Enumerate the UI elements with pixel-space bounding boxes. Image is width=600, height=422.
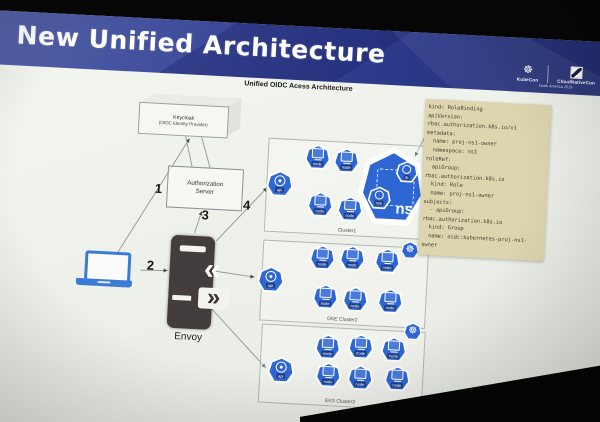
monitor-glyph <box>341 151 354 162</box>
envoy-logo-slab: » <box>197 283 230 311</box>
kube-apiserver-icon: api <box>257 265 285 293</box>
monitor-glyph <box>314 195 327 206</box>
envoy-right-arrows-icon: » <box>206 283 222 311</box>
monitor-glyph <box>344 199 357 210</box>
namespace-icon: rb role ns <box>356 145 428 228</box>
api-glyph <box>274 175 286 187</box>
node-icon: node <box>347 333 374 360</box>
authorization-server-box: Authorization Server <box>165 165 245 212</box>
node-icon: node <box>339 245 366 272</box>
node-icon: node <box>312 283 339 310</box>
kubernetes-logo-icon: ☸ <box>401 241 420 260</box>
laptop-notch <box>97 280 111 284</box>
node-icon: node <box>333 147 360 174</box>
keycloak-subtitle: (OIDC Identity Provider) <box>158 119 208 127</box>
kube-apiserver-icon: api <box>267 356 295 384</box>
authorization-server-label: Authorization Server <box>186 179 224 196</box>
node-icon: node <box>315 361 342 388</box>
node-icon: node <box>342 286 369 313</box>
node-icon: node <box>384 365 411 392</box>
monitor-glyph <box>384 292 397 303</box>
envoy-left-arrows-icon: « <box>203 252 222 287</box>
monitor-glyph <box>354 368 367 379</box>
namespace-label: ns <box>395 200 414 219</box>
role-icon: role <box>367 186 391 210</box>
monitor-glyph <box>388 340 401 351</box>
node-icon: node <box>309 244 336 271</box>
node-icon: node <box>374 247 401 274</box>
monitor-glyph <box>391 369 404 380</box>
flow-step-2: 2 <box>146 257 155 273</box>
flow-step-4: 4 <box>242 197 251 213</box>
monitor-glyph <box>355 337 368 348</box>
monitor-glyph <box>322 366 335 377</box>
envoy-bar <box>172 294 192 301</box>
rolebinding-yaml-annotation: kind: RoleBinding apiVersion: rbac.autho… <box>417 98 552 262</box>
node-icon: node <box>314 333 341 360</box>
monitor-glyph <box>349 290 362 301</box>
envoy-proxy: « » <box>166 234 230 330</box>
node-icon: node <box>347 364 374 391</box>
keycloak-box: Keycloak (OIDC Identity Provider) <box>137 101 230 139</box>
flow-step-1: 1 <box>154 180 163 197</box>
monitor-glyph <box>322 337 335 348</box>
monitor-glyph <box>312 148 325 159</box>
rolebinding-icon: rb <box>395 160 418 183</box>
envoy-slot <box>179 245 206 253</box>
node-icon: node <box>377 288 404 315</box>
monitor-glyph <box>319 287 332 298</box>
node-icon: node <box>307 191 334 218</box>
kube-apiserver-icon: api <box>266 170 294 198</box>
kubernetes-logo-icon: ☸ <box>403 322 422 341</box>
rolebinding-glyph <box>402 164 411 173</box>
role-glyph <box>375 190 384 199</box>
node-icon: node <box>304 144 331 171</box>
presentation-slide: New Unified Architecture ☸ KubeCon Cloud… <box>0 10 600 422</box>
envoy-label: Envoy <box>173 330 203 344</box>
monitor-glyph <box>381 251 394 262</box>
monitor-glyph <box>316 248 329 259</box>
api-glyph <box>265 271 277 283</box>
api-glyph <box>275 361 287 373</box>
monitor-glyph <box>346 249 359 260</box>
